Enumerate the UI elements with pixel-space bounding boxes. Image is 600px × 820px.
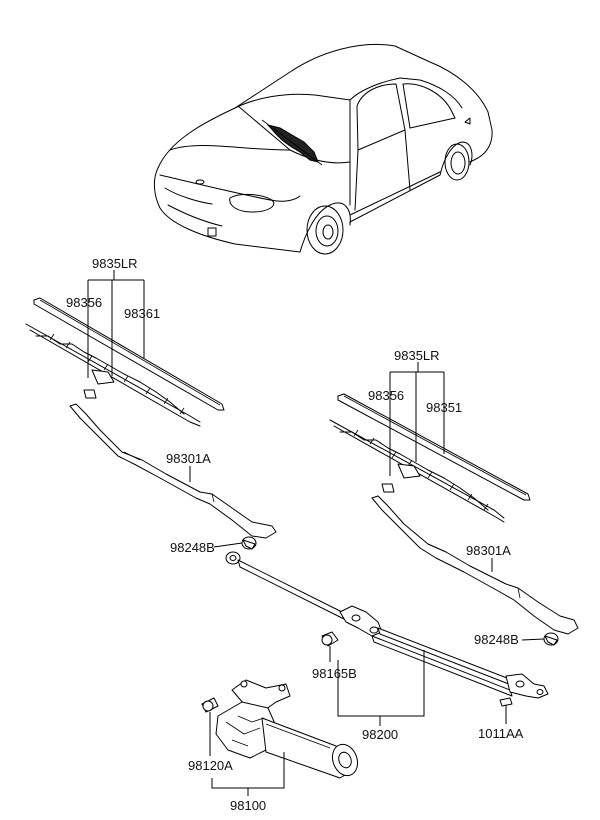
wiper-motor [201,679,359,779]
car-illustration [153,43,493,255]
right-cap [543,632,559,646]
left-arm [69,403,277,539]
label-linkage: 98200 [362,727,398,742]
label-cap-left: 98248B [170,540,215,555]
label-pivot-bushing: 98165B [312,666,357,681]
label-refill-set-left: 9835LR [92,256,138,271]
label-motor: 98100 [230,798,266,813]
wiper-linkage [225,551,549,699]
label-refill-right: 98356 [368,388,404,403]
label-refill-left: 98356 [66,295,102,310]
label-blade-left: 98361 [124,306,160,321]
label-arm-right: 98301A [466,543,511,558]
left-cap [241,536,257,550]
label-arm-left: 98301A [166,451,211,466]
label-refill-set-right: 9835LR [394,348,440,363]
label-bolt: 1011AA [478,726,524,741]
left-blade-assembly [25,297,225,427]
label-blade-right: 98351 [426,400,462,415]
label-cap-right: 98248B [474,632,519,647]
right-blade-assembly [329,393,531,523]
bolt [499,697,513,715]
leader-lines [87,270,545,796]
label-motor-cap: 98120A [188,758,233,773]
right-arm [371,495,579,635]
